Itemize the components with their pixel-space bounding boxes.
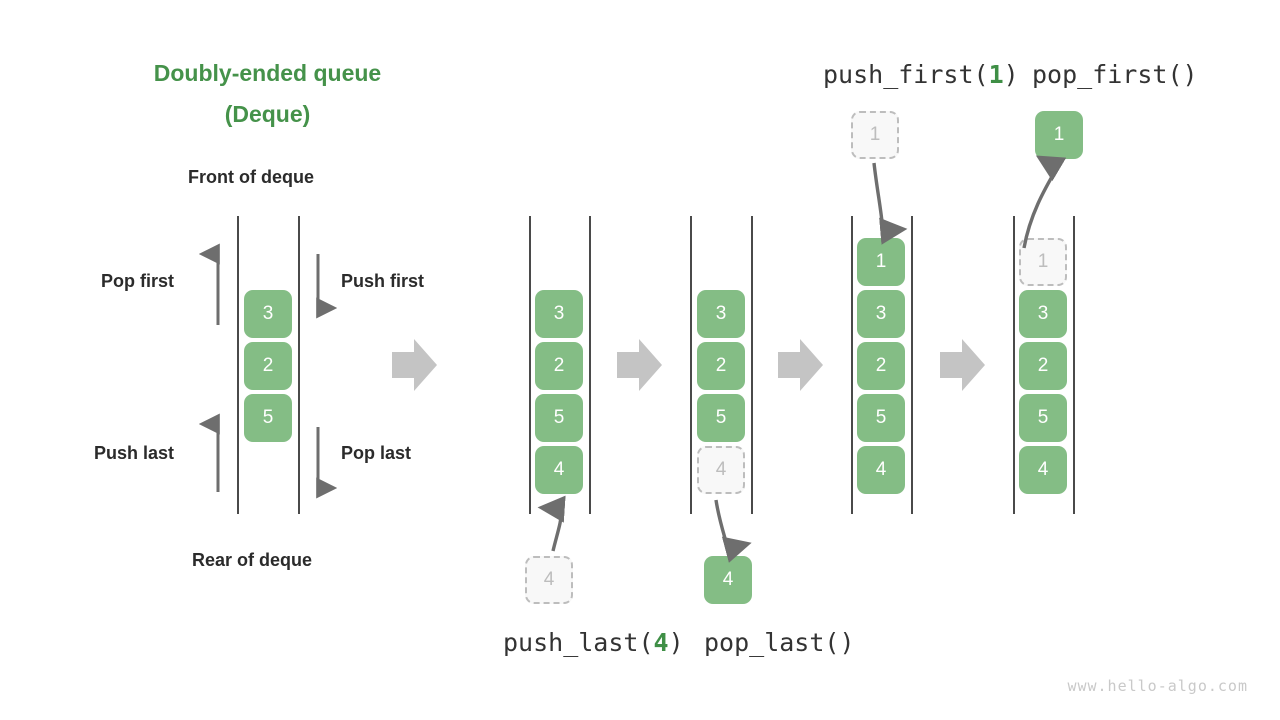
diagram-title-line2: (Deque) xyxy=(224,101,311,127)
node-stage-3-4: 4 xyxy=(857,446,905,494)
push-first-op-arrow-icon xyxy=(872,162,908,245)
caption-pop-first: pop_first() xyxy=(1032,60,1198,89)
push-last-label: Push last xyxy=(94,443,175,463)
caption-pop-last-name: pop_last xyxy=(704,628,825,657)
pop-last-label: Pop last xyxy=(341,443,412,463)
rear-of-deque-label: Rear of deque xyxy=(192,550,313,570)
deque-rail-left-stage-2 xyxy=(690,216,692,514)
node-stage-2-2: 5 xyxy=(697,394,745,442)
node-stage-0-2: 5 xyxy=(244,394,292,442)
node-stage-2-0: 3 xyxy=(697,290,745,338)
node-stage-0-0: 3 xyxy=(244,290,292,338)
deque-rail-right-stage-2 xyxy=(751,216,753,514)
node-stage-1-0: 3 xyxy=(535,290,583,338)
caption-push-last: push_last(4) xyxy=(503,628,684,657)
node-stage-4-1: 3 xyxy=(1019,290,1067,338)
caption-pop-last: pop_last() xyxy=(704,628,855,657)
deque-rail-right-stage-0 xyxy=(298,216,300,514)
deque-rail-left-stage-4 xyxy=(1013,216,1015,514)
caption-pop-first-open: ( xyxy=(1167,60,1183,89)
deque-rail-left-stage-0 xyxy=(237,216,239,514)
node-stage-4-4: 4 xyxy=(1019,446,1067,494)
diagram-title-line1: Doubly-ended queue xyxy=(153,60,382,86)
external-node-pop-first: 1 xyxy=(1035,111,1083,159)
caption-push-last-open: ( xyxy=(638,628,654,657)
caption-push-first-open: ( xyxy=(973,60,989,89)
node-stage-2-1: 2 xyxy=(697,342,745,390)
caption-push-last-close: ) xyxy=(668,628,684,657)
pop-last-op-arrow-icon xyxy=(714,499,752,563)
caption-pop-last-open: ( xyxy=(824,628,840,657)
external-node-push-first: 1 xyxy=(851,111,899,159)
push-first-label: Push first xyxy=(341,271,425,291)
step-arrow-0-icon xyxy=(392,339,437,391)
external-node-push-last: 4 xyxy=(525,556,573,604)
node-stage-1-3: 4 xyxy=(535,446,583,494)
front-of-deque-label: Front of deque xyxy=(188,167,314,187)
node-stage-3-2: 2 xyxy=(857,342,905,390)
node-stage-1-2: 5 xyxy=(535,394,583,442)
external-node-pop-last: 4 xyxy=(704,556,752,604)
step-arrow-3-icon xyxy=(940,339,985,391)
node-stage-2-3-ghost: 4 xyxy=(697,446,745,494)
watermark: www.hello-algo.com xyxy=(1067,677,1248,695)
deque-rail-right-stage-3 xyxy=(911,216,913,514)
caption-push-first: push_first(1) xyxy=(823,60,1019,89)
node-stage-4-2: 2 xyxy=(1019,342,1067,390)
caption-push-last-arg: 4 xyxy=(653,628,669,657)
node-stage-0-1: 2 xyxy=(244,342,292,390)
step-arrow-1-icon xyxy=(617,339,662,391)
push-last-op-arrow-icon xyxy=(537,495,566,552)
step-arrow-2-icon xyxy=(778,339,823,391)
node-stage-3-1: 3 xyxy=(857,290,905,338)
deque-rail-left-stage-3 xyxy=(851,216,853,514)
deque-rail-right-stage-4 xyxy=(1073,216,1075,514)
node-stage-1-1: 2 xyxy=(535,342,583,390)
node-stage-4-3: 5 xyxy=(1019,394,1067,442)
pop-first-label: Pop first xyxy=(101,271,175,291)
deque-rail-left-stage-1 xyxy=(529,216,531,514)
caption-push-first-close: ) xyxy=(1003,60,1019,89)
node-stage-3-0: 1 xyxy=(857,238,905,286)
node-stage-4-0-ghost: 1 xyxy=(1019,238,1067,286)
caption-pop-last-close: ) xyxy=(839,628,855,657)
caption-push-last-name: push_last xyxy=(503,628,639,657)
caption-push-first-name: push_first xyxy=(823,60,974,89)
caption-pop-first-name: pop_first xyxy=(1032,60,1168,89)
node-stage-3-3: 5 xyxy=(857,394,905,442)
pop-first-op-arrow-icon xyxy=(1022,155,1067,249)
caption-push-first-arg: 1 xyxy=(988,60,1004,89)
deque-rail-right-stage-1 xyxy=(589,216,591,514)
caption-pop-first-close: ) xyxy=(1182,60,1198,89)
